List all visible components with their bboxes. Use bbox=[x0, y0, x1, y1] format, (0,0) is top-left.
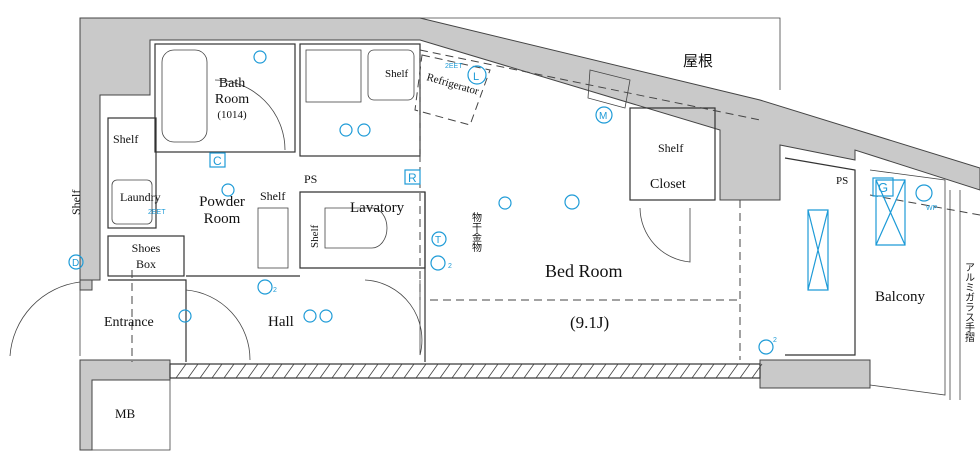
lavatory-label: Lavatory bbox=[350, 200, 405, 216]
balcony-label: Balcony bbox=[875, 289, 925, 305]
c-symbol: C bbox=[213, 154, 222, 168]
equipment-symbols: C R D T M L 2EET 2EET G WP 2 2 2 bbox=[68, 50, 938, 355]
dashed-lines bbox=[131, 49, 980, 362]
laundry-label: Laundry bbox=[120, 190, 161, 204]
m-symbol: M bbox=[599, 111, 607, 122]
r-symbol: R bbox=[408, 171, 417, 185]
eet-label-2: 2EET bbox=[148, 209, 166, 216]
shoes-box-label-2: Box bbox=[136, 257, 156, 271]
clothes-hanger-label: 物干金物 bbox=[470, 211, 482, 253]
entrance-label: Entrance bbox=[104, 315, 154, 330]
roof-outline bbox=[420, 17, 781, 90]
ps-label-2: PS bbox=[836, 175, 848, 187]
shelf-label-4: Shelf bbox=[385, 68, 409, 80]
eet-label-1: 2EET bbox=[445, 63, 463, 70]
doors bbox=[9, 69, 691, 361]
bath-room-label: Bath bbox=[219, 76, 245, 91]
powder-room-label: Powder bbox=[199, 194, 245, 210]
fixtures bbox=[111, 49, 906, 291]
bath-room-size: (1014) bbox=[217, 109, 247, 121]
two-label-2: 2 bbox=[448, 263, 452, 270]
l-symbol: L bbox=[473, 71, 479, 83]
south-wall-hatch bbox=[169, 363, 763, 379]
shelf-label-5: Shelf bbox=[309, 224, 321, 248]
two-label-3: 2 bbox=[773, 337, 777, 344]
shelf-label-6: Shelf bbox=[658, 141, 683, 155]
wp-label: WP bbox=[926, 205, 938, 212]
hall-label: Hall bbox=[268, 314, 294, 330]
t-symbol: T bbox=[435, 235, 441, 246]
powder-room-label-2: Room bbox=[204, 211, 241, 227]
d-symbol: D bbox=[72, 258, 79, 269]
ps-label-1: PS bbox=[304, 172, 317, 186]
walls bbox=[79, 17, 980, 451]
bed-room-label: Bed Room bbox=[545, 261, 623, 281]
mb-label: MB bbox=[115, 406, 136, 421]
roof-label: 屋根 bbox=[683, 53, 713, 70]
railing-label: アルミガラス手摺 bbox=[963, 262, 975, 343]
bath-room-label-2: Room bbox=[215, 92, 249, 107]
bed-room-size: (9.1J) bbox=[570, 313, 609, 332]
shelf-label-1: Shelf bbox=[113, 132, 138, 146]
interior-walls bbox=[91, 43, 961, 451]
shelf-label-3: Shelf bbox=[260, 189, 285, 203]
shelf-label-2: Shelf bbox=[69, 190, 83, 215]
closet-label: Closet bbox=[650, 177, 686, 192]
g-symbol: G bbox=[878, 180, 888, 195]
shoes-box-label: Shoes bbox=[132, 241, 161, 255]
two-label-1: 2 bbox=[273, 287, 277, 294]
